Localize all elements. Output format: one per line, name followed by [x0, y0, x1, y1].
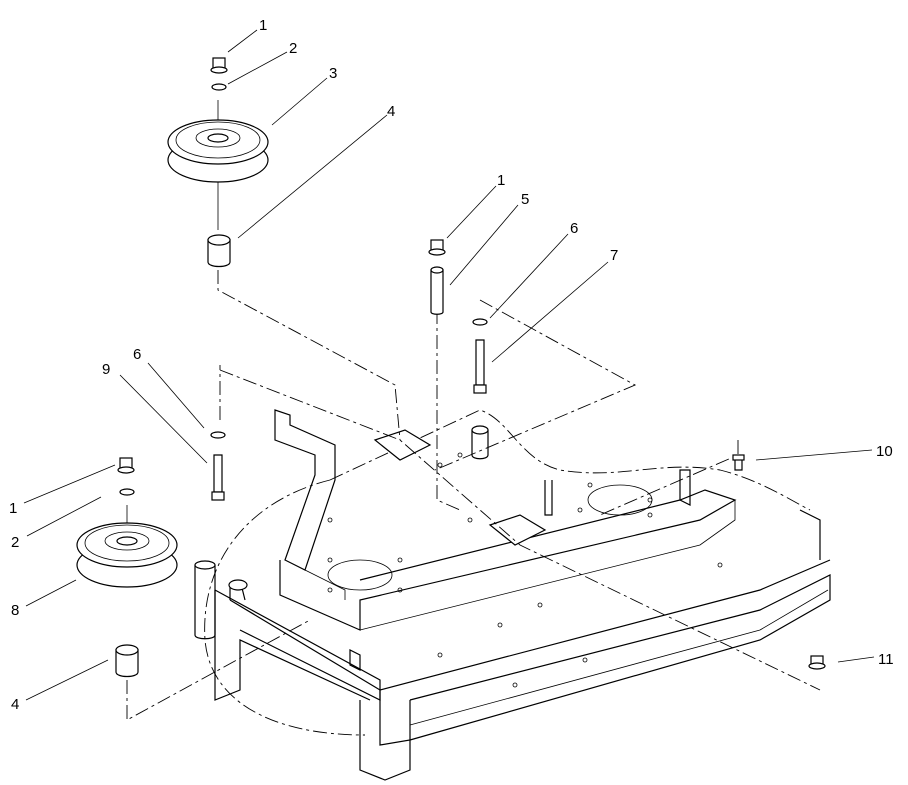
callout-3: 3 [329, 65, 337, 82]
callout-11: 11 [878, 651, 894, 668]
callout-10: 10 [876, 443, 893, 460]
spacer [115, 234, 444, 678]
idler-pulley-upper [167, 119, 269, 183]
callout-9: 9 [102, 361, 110, 378]
idler-pulley-lower [76, 522, 178, 588]
bolt [211, 339, 745, 501]
callout-leaders [23, 29, 875, 701]
callout-2: 2 [11, 534, 19, 551]
flange-nut [117, 57, 826, 670]
callout-6: 6 [133, 346, 141, 363]
callout-5: 5 [521, 191, 529, 208]
callout-6: 6 [570, 220, 578, 237]
assembly-center-lines [126, 100, 821, 721]
callout-1: 1 [9, 500, 17, 517]
callout-2: 2 [289, 40, 297, 57]
callout-4: 4 [11, 696, 19, 713]
callout-8: 8 [11, 602, 19, 619]
callout-1: 1 [259, 17, 267, 34]
washer [119, 83, 488, 496]
callout-labels: 1 2 3 4 1 5 6 7 6 9 10 1 2 8 11 4 [9, 17, 894, 713]
callout-1: 1 [497, 172, 505, 189]
callout-7: 7 [610, 247, 618, 264]
callout-4: 4 [387, 103, 395, 120]
mower-deck [194, 409, 831, 781]
